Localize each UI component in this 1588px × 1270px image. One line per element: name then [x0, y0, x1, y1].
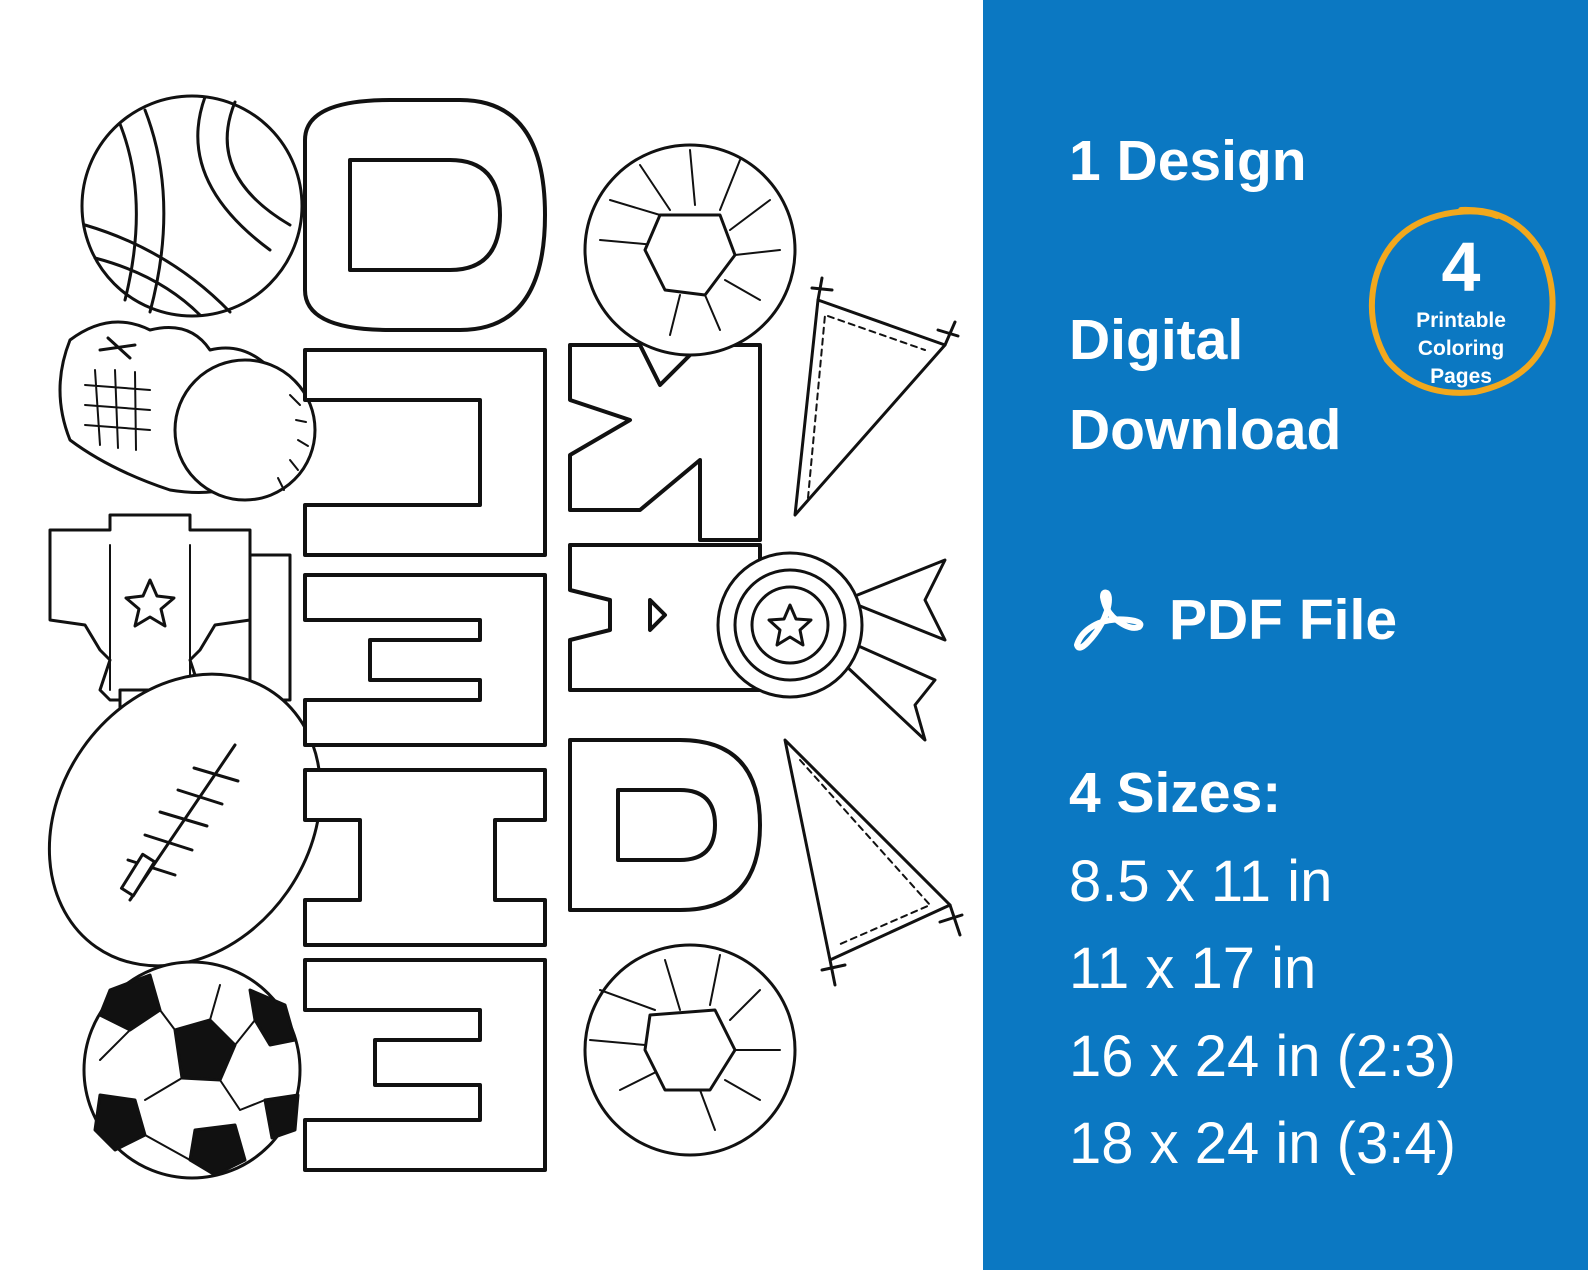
soccer-ball-icon	[82, 960, 302, 1180]
pennant-icon	[783, 738, 964, 987]
design-count: 1 Design	[1069, 129, 1307, 193]
badge-line: Coloring	[1417, 337, 1505, 360]
football-icon	[47, 672, 323, 968]
printable-pages-badge: 4 Printable Coloring Pages	[1365, 204, 1557, 400]
pdf-file-label: PDF File	[1169, 588, 1398, 652]
pennant-icon	[793, 276, 960, 517]
size-item: 16 x 24 in (2:3)	[1069, 1024, 1456, 1089]
digital-label: Digital	[1069, 308, 1244, 372]
badge-line: Printable	[1416, 309, 1506, 332]
size-item: 11 x 17 in	[1069, 936, 1317, 1001]
acrobat-icon	[1074, 589, 1144, 651]
hand-drawn-circle-icon	[1368, 206, 1556, 396]
volleyball-icon	[80, 94, 304, 318]
coloring-page-preview	[47, 94, 964, 1180]
pom-pom-icon	[583, 143, 797, 357]
product-info-panel: 1 Design Digital Download PDF File 4 Siz…	[983, 0, 1588, 1270]
title-day-letters	[568, 343, 762, 912]
pdf-file-row: PDF File	[1069, 587, 1569, 657]
size-item: 8.5 x 11 in	[1069, 849, 1333, 914]
download-label: Download	[1069, 398, 1342, 462]
badge-number: 4	[1441, 228, 1481, 306]
field-day-artwork	[47, 94, 964, 1180]
baseball-glove-icon	[58, 320, 317, 502]
size-item: 18 x 24 in (3:4)	[1069, 1111, 1456, 1176]
badge-line: Pages	[1430, 365, 1492, 388]
sizes-heading: 4 Sizes:	[1069, 761, 1282, 825]
pom-pom-icon	[583, 943, 797, 1157]
trophy-icon	[48, 513, 292, 717]
award-ribbon-icon	[716, 551, 947, 742]
title-field-letters	[303, 98, 547, 1172]
